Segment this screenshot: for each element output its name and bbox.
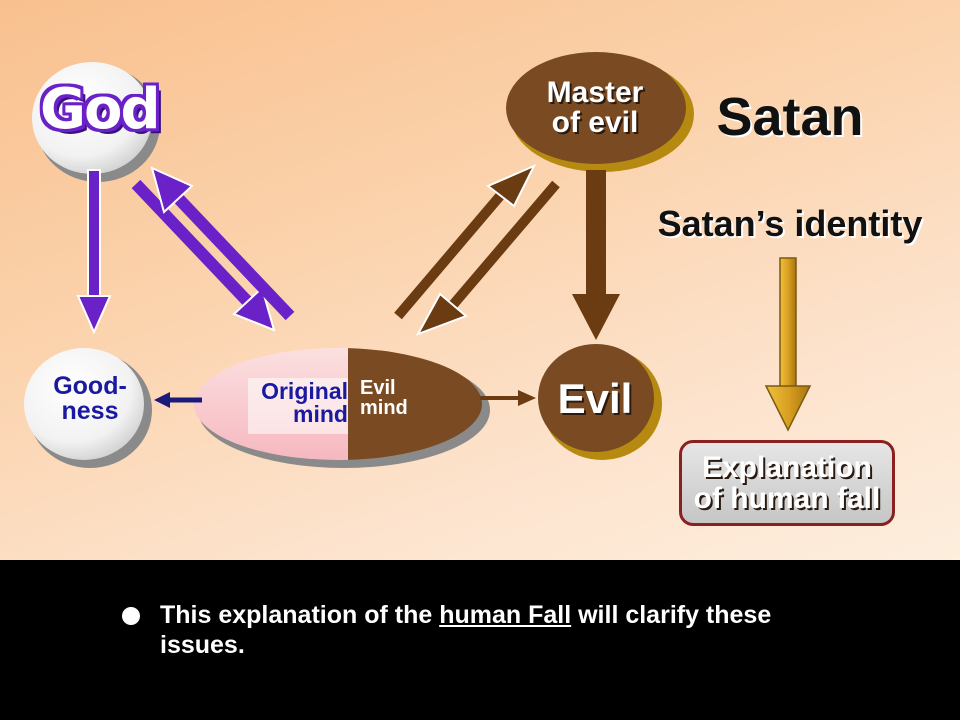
bullet-text-underlined: human Fall: [439, 601, 572, 629]
god-to-goodness-arrow: [76, 169, 112, 335]
explanation-box: Explanation of human fall: [679, 440, 895, 526]
caption-area: [0, 560, 960, 720]
master-to-evil-arrow: [572, 170, 620, 340]
master-of-evil-label: Master of evil: [546, 76, 644, 139]
explanation-label: Explanation of human fall: [693, 450, 881, 515]
original-mind-label: Original mind: [261, 378, 348, 427]
evil-label: Evil: [557, 375, 633, 422]
master-node: [506, 52, 694, 172]
bullet-text: This explanation of the human Fall will …: [160, 600, 840, 660]
mind-to-goodness-arrow: [154, 392, 202, 408]
satans-identity-label: Satan’s identity: [657, 203, 923, 244]
satan-label: Satan: [716, 87, 864, 147]
god-node: [32, 62, 160, 182]
goodness-node: [24, 348, 152, 468]
diagram-canvas: [24, 52, 812, 468]
diagram-slide: God Good- ness Original mind Evil mind E…: [0, 0, 960, 560]
bullet-text-after: will clarify these issues.: [160, 601, 772, 659]
god-to-mind-arrow: [131, 179, 276, 332]
evil-mind-label: Evil mind: [360, 377, 408, 419]
identity-to-explanation-arrow: [764, 257, 812, 432]
bullet-dot: [122, 607, 140, 625]
evil-mind-to-evil-arrow: [480, 390, 536, 406]
evil-node: [538, 344, 662, 460]
mind-to-master-arrow: [394, 163, 537, 320]
god-label: God: [40, 77, 161, 142]
master-to-mind-arrow: [415, 180, 560, 336]
mind-node: [194, 348, 490, 468]
bullet-text-before: This explanation of the: [160, 601, 440, 629]
goodness-label: Good- ness: [53, 372, 127, 425]
mind-to-god-arrow: [150, 166, 295, 321]
